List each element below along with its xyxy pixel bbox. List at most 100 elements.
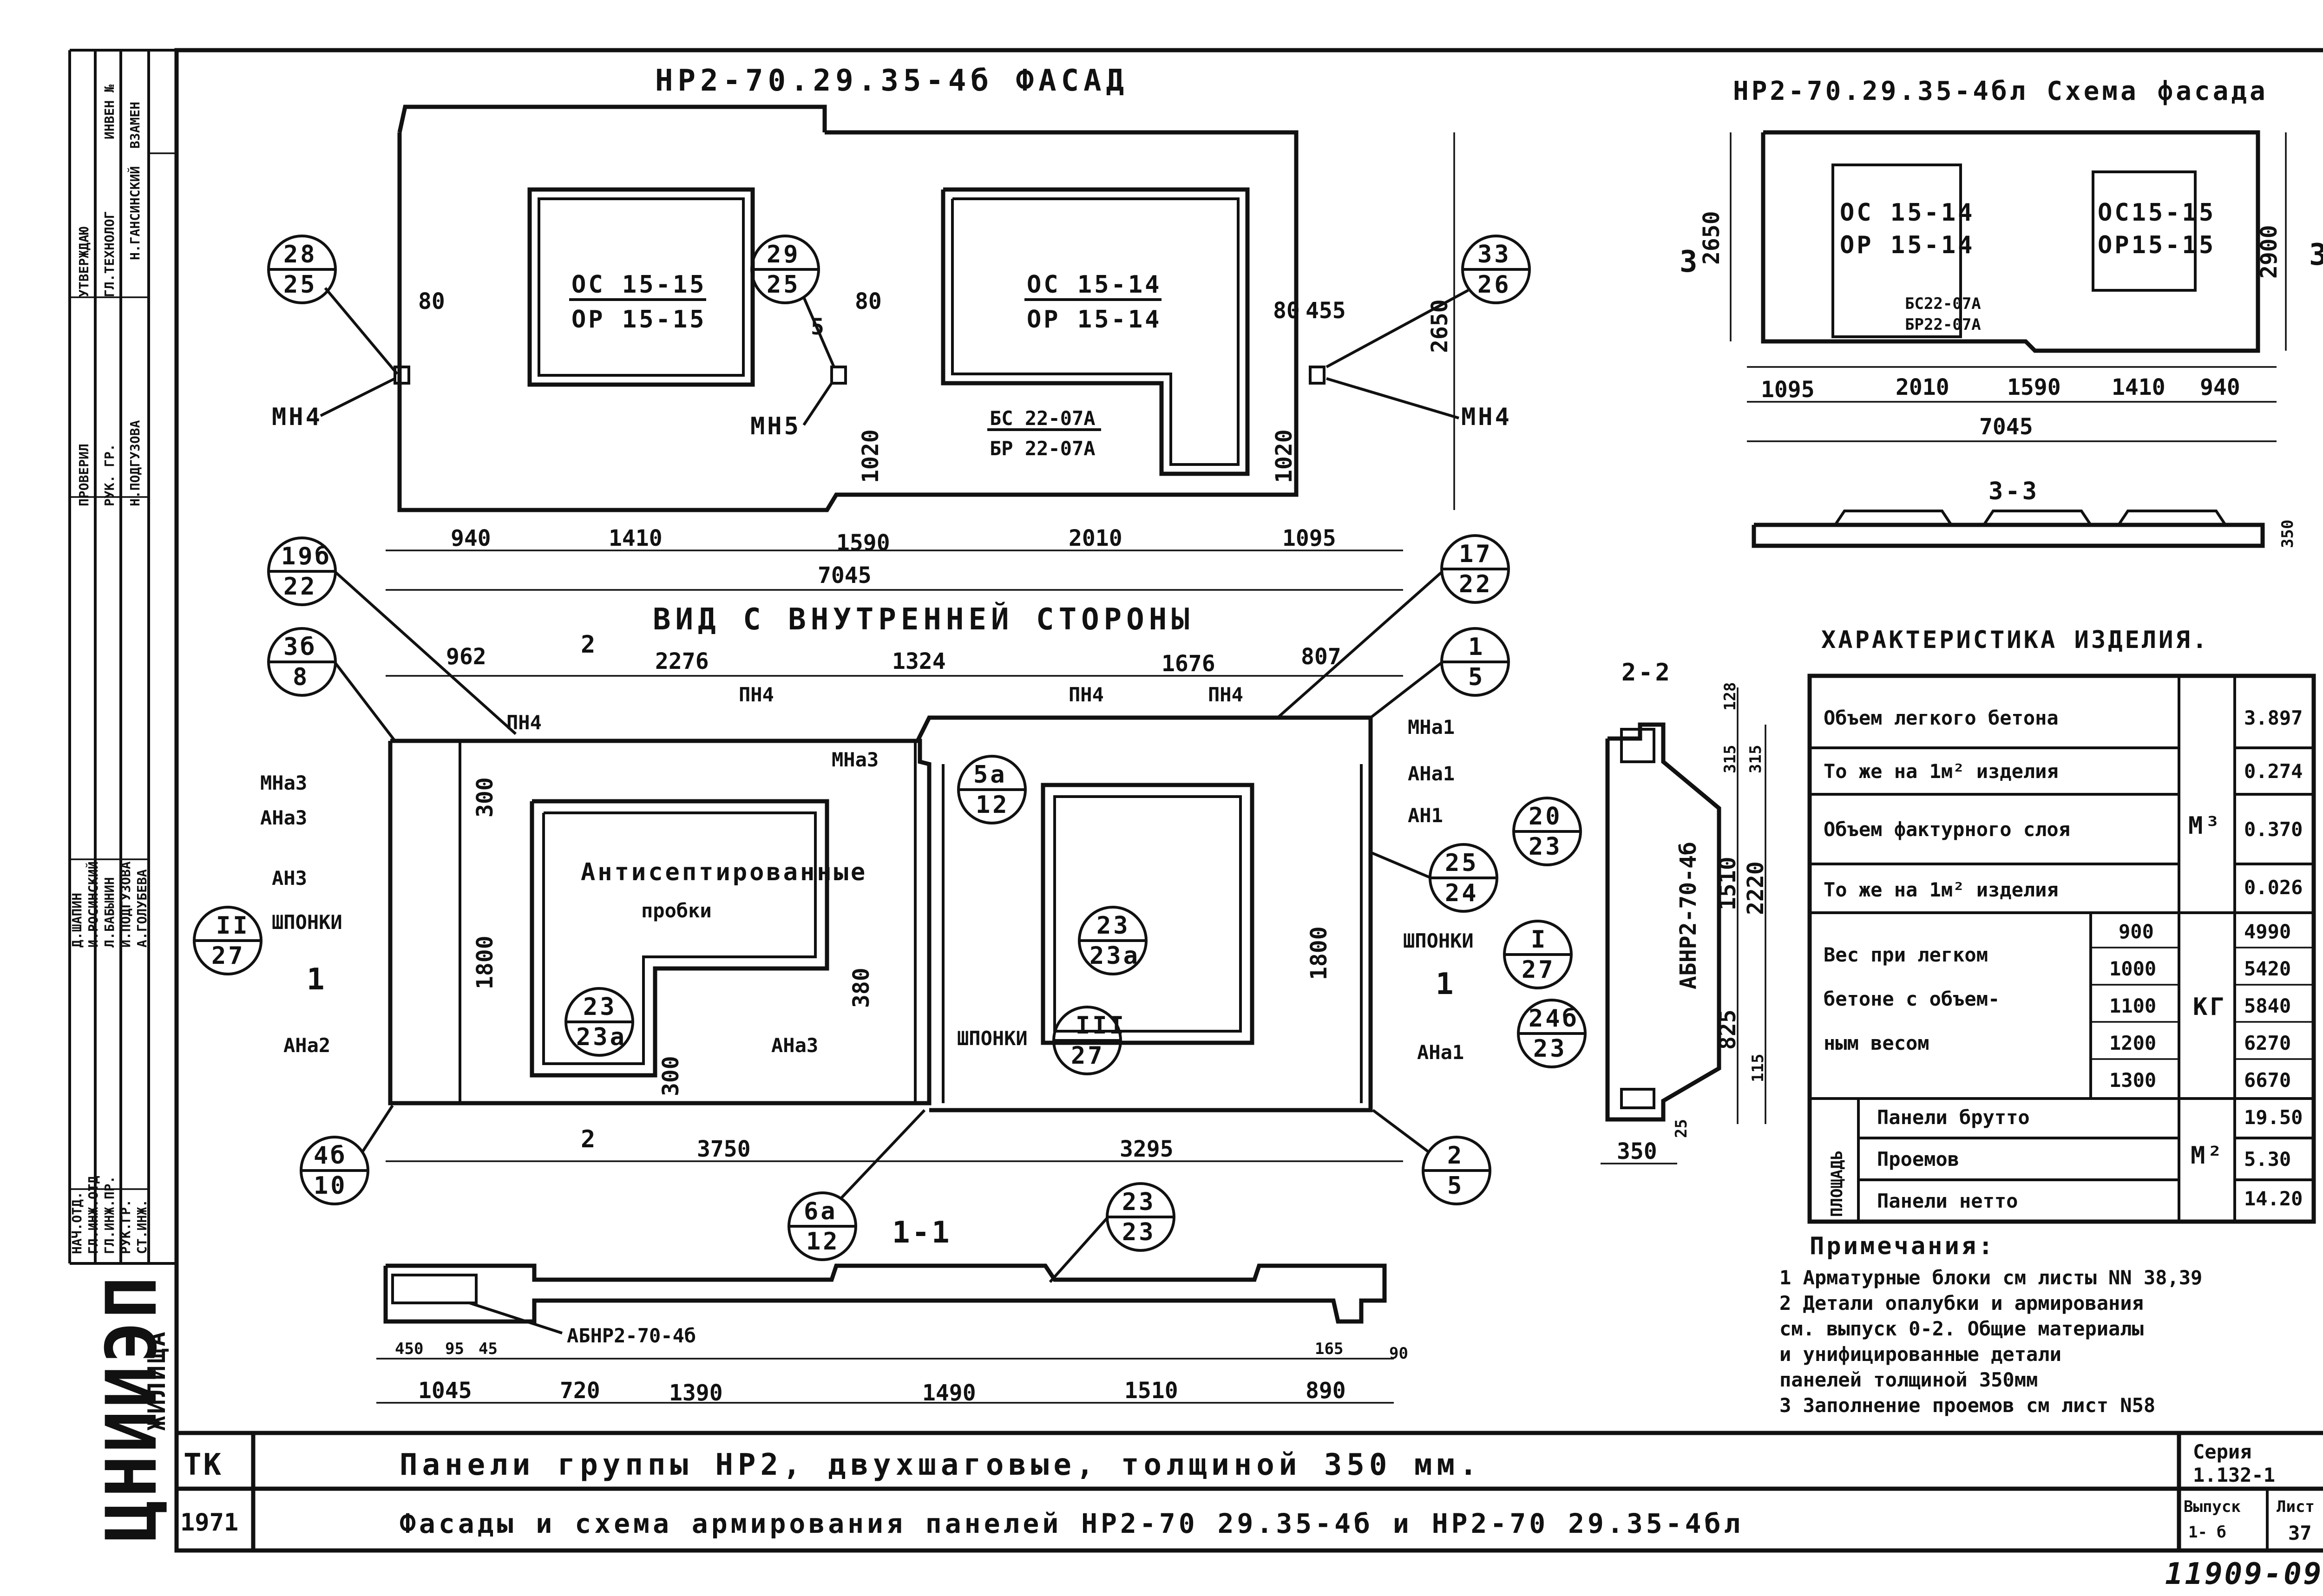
dimension-label: 2650 [1427, 299, 1453, 353]
part-label: АНа3 [771, 1034, 818, 1057]
detail-marker-top: 19б [281, 543, 332, 570]
facade-view: НР2-70.29.35-4б ФАСАД ОС 15-15 ОР 15-15 … [267, 64, 1531, 591]
dimension-label: 450 [395, 1340, 423, 1358]
part-label: ШПОНКИ [957, 1027, 1028, 1050]
titleblock-sheet-label: Лист [2277, 1498, 2315, 1516]
inner-side-view: ВИД С ВНУТРЕННЕЙ СТОРОНЫ 2 962 2276 1324… [193, 534, 1587, 1283]
stamp-label: ГЛ.ИНЖ.ОТД [85, 1176, 101, 1254]
dimension-label: 128 [1721, 682, 1739, 711]
stamp-name: А.ГОЛУБЕВА [134, 869, 150, 948]
part-label: ПН4 [1069, 683, 1104, 706]
dimension-label: 350 [2278, 520, 2297, 548]
window2-type-label: ОС 15-14 [1027, 271, 1162, 299]
titleblock-series: 1.132-1 [2193, 1464, 2275, 1486]
note-line: 3 Заполнение проемов см лист N58 [1779, 1394, 2155, 1417]
table-cell-value: 6270 [2244, 1032, 2291, 1054]
dimension-label: 300 [472, 777, 498, 818]
part-label: МНа1 [1408, 716, 1455, 739]
table-cell-value: 4990 [2244, 920, 2291, 943]
dimension-label: 940 [451, 525, 491, 551]
dimension-label: 2900 [2256, 225, 2282, 279]
dimension-label: 1324 [892, 648, 946, 674]
part-label: МНа3 [260, 772, 307, 794]
stamp-label: СТ.ИНЖ. [134, 1199, 150, 1254]
dimension-total: 7045 [1979, 414, 2033, 440]
stamp-approved: УТВЕРЖДАЮ [76, 227, 92, 297]
section-cut-marker: 3 [2309, 238, 2323, 272]
detail-marker-top: 6а [804, 1197, 838, 1225]
detail-marker-bottom: 8 [293, 663, 309, 691]
dimension-label: 2650 [1699, 211, 1725, 265]
part-label: АНа3 [260, 806, 307, 829]
dimension-label: 1410 [609, 525, 663, 551]
dimension-label: 165 [1315, 1340, 1343, 1358]
dimension-label: 80 [418, 288, 445, 314]
dimension-label: 3295 [1120, 1136, 1174, 1162]
stamp-name: И.РОСИНСКИЙ [85, 862, 101, 948]
detail-marker-top: I [1531, 926, 1548, 954]
section-cut-marker: 2 [581, 631, 597, 659]
detail-marker-top: 1 [1468, 633, 1485, 661]
titleblock-issue: 1- б [2188, 1523, 2226, 1542]
dimension-label: 2010 [1069, 525, 1122, 551]
detail-marker-bottom: 5 [1468, 663, 1485, 691]
dimension-label: 25 [1672, 1119, 1691, 1138]
dimension-label: 350 [1617, 1138, 1657, 1164]
section-cut-marker: 2 [581, 1125, 597, 1153]
titleblock-year: 1971 [180, 1509, 238, 1537]
section-1-1: 1-1 АБНР2-70-4б 450 95 45 165 90 1045 72… [376, 1216, 1408, 1406]
scheme-title: НР2-70.29.35-4бл Схема фасада [1733, 76, 2268, 106]
titleblock-issue-label: Выпуск [2184, 1498, 2241, 1516]
table-cell-value: 0.370 [2244, 818, 2303, 841]
detail-marker-bottom: 10 [314, 1172, 348, 1200]
notes-block: Примечания: 1 Арматурные блоки см листы … [1779, 1232, 2202, 1417]
notes-title: Примечания: [1810, 1232, 1995, 1260]
table-cell-label: 1200 [2109, 1032, 2156, 1054]
table-title: ХАРАКТЕРИСТИКА ИЗДЕЛИЯ. [1821, 626, 2209, 654]
detail-marker-top: 2 [1447, 1142, 1464, 1170]
part-label: АНа1 [1408, 762, 1455, 785]
table-cell-label: Объем фактурного слоя [1824, 818, 2070, 841]
titleblock-title-line1: Панели группы НР2, двухшаговые, толщиной… [400, 1448, 1482, 1482]
table-cell-label: ным весом [1824, 1032, 1929, 1054]
dimension-label: 5 [811, 314, 824, 340]
table-cell-label: 900 [2119, 920, 2154, 943]
dimension-label: 1676 [1162, 651, 1215, 677]
detail-marker-top: 5а [973, 761, 1007, 789]
dimension-label: 315 [1721, 745, 1739, 773]
stamp-name: Д.ШАПИН [69, 893, 85, 948]
door-type-label: БС 22-07А [990, 407, 1096, 430]
dimension-label: 45 [479, 1340, 498, 1358]
dimension-label: 1390 [669, 1380, 723, 1406]
table-cell-value: 5840 [2244, 994, 2291, 1017]
table-cell-value: 0.026 [2244, 876, 2303, 899]
scheme-window1-label: ОР 15-14 [1840, 231, 1975, 259]
stamp-checker-name: Н.ПОДГУЗОВА [127, 420, 143, 506]
section-label: 2-2 [1621, 659, 1672, 687]
detail-marker-top: 17 [1459, 540, 1493, 568]
part-label: МНа3 [832, 748, 879, 771]
table-cell-value: 14.20 [2244, 1187, 2303, 1210]
note-line: и унифицированные детали [1779, 1343, 2061, 1366]
dimension-label: 380 [848, 968, 874, 1008]
table-cell-value: 6670 [2244, 1069, 2291, 1092]
part-label: ШПОНКИ [1403, 929, 1474, 952]
dimension-label: 1095 [1761, 377, 1815, 403]
dimension-total: 7045 [818, 563, 872, 589]
dimension-label: 1800 [1306, 926, 1332, 980]
detail-marker-top: 29 [767, 241, 801, 268]
scheme-door-label: БС22-07А [1905, 294, 1981, 313]
section-cut-marker: 1 [1436, 967, 1454, 1001]
section-label: 1-1 [892, 1216, 952, 1250]
part-label: ПН4 [739, 683, 774, 706]
table-cell-value: 3.897 [2244, 706, 2303, 729]
window1-type-label: ОР 15-15 [571, 306, 706, 334]
part-label: ШПОНКИ [272, 911, 342, 934]
detail-marker-bottom: 27 [1522, 956, 1555, 984]
scheme-door-label: БР22-07А [1905, 315, 1981, 334]
stamp-name: Л.БАБЫНИН [102, 877, 117, 948]
dimension-label: 80 [855, 288, 882, 314]
detail-marker-bottom: 12 [806, 1228, 840, 1256]
section-2-2: 2-2 АБНР2-70-4б 128 315 315 1510 2220 82… [1601, 659, 1769, 1164]
